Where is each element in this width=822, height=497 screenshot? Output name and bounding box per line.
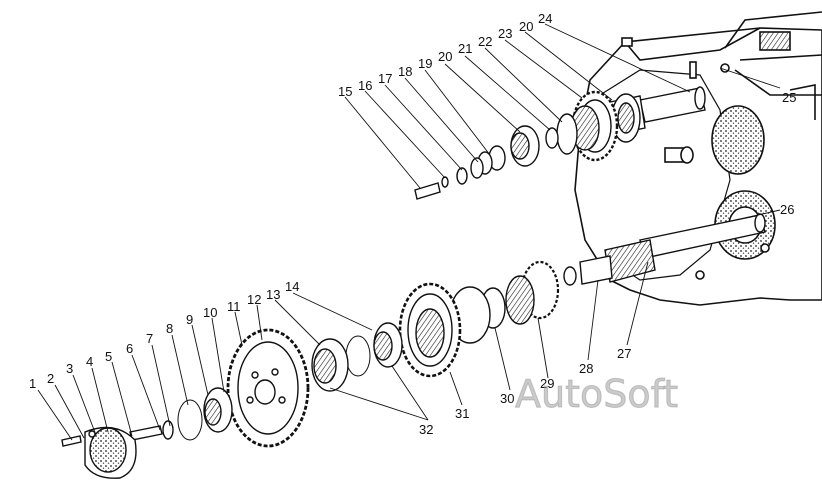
callout-14: 14: [285, 279, 300, 294]
callout-31: 31: [455, 406, 470, 421]
callout-3: 3: [66, 361, 74, 376]
callout-17: 17: [378, 71, 393, 86]
callout-25: 25: [782, 90, 797, 105]
callout-26: 26: [780, 202, 795, 217]
callout-11: 11: [227, 299, 241, 314]
callout-10: 10: [203, 305, 218, 320]
callout-6: 6: [126, 341, 134, 356]
callout-4: 4: [86, 354, 94, 369]
callout-2: 2: [47, 371, 55, 386]
callout-28: 28: [579, 361, 594, 376]
callout-23: 23: [498, 26, 513, 41]
callout-18: 18: [398, 64, 413, 79]
callout-20b: 20: [519, 19, 534, 34]
callout-30: 30: [500, 391, 515, 406]
callout-15: 15: [338, 84, 353, 99]
callout-24: 24: [538, 11, 553, 26]
callout-27: 27: [617, 346, 632, 361]
callout-19: 19: [418, 56, 433, 71]
callout-5: 5: [105, 349, 113, 364]
callout-8: 8: [166, 321, 174, 336]
callout-1: 1: [29, 376, 37, 391]
callout-12: 12: [247, 292, 262, 307]
callout-22: 22: [478, 34, 493, 49]
leader-lines: [37, 23, 781, 441]
callout-21: 21: [458, 41, 473, 56]
callout-13: 13: [266, 287, 281, 302]
callout-16: 16: [358, 78, 373, 93]
lower-shaft-assembly: [61, 213, 766, 479]
callout-32: 32: [419, 422, 434, 437]
callout-20: 20: [438, 49, 453, 64]
callout-7: 7: [146, 331, 154, 346]
callout-29: 29: [540, 376, 555, 391]
upper-shaft-assembly: [414, 86, 706, 200]
callout-9: 9: [186, 312, 194, 327]
autosoft-watermark: AutoSoft: [514, 372, 679, 417]
